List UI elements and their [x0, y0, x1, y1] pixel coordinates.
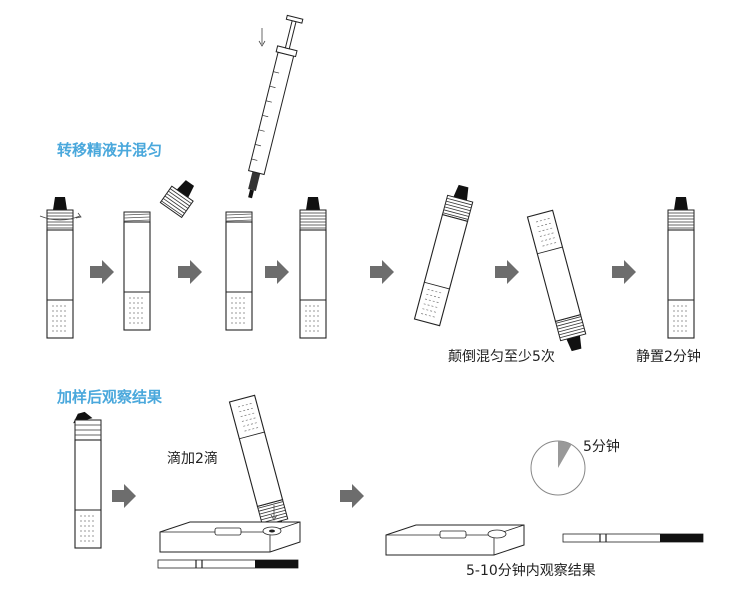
down-arrow-icon — [258, 28, 266, 47]
test-strip-2 — [562, 533, 704, 543]
tube-tilted — [413, 182, 477, 327]
drop-arrow-icon — [270, 505, 278, 521]
caption-invert: 颠倒混匀至少5次 — [448, 349, 555, 365]
test-cassette-1 — [159, 521, 301, 553]
test-cassette-2 — [385, 524, 525, 556]
arrow-right-icon — [612, 260, 636, 284]
caption-wait: 5分钟 — [583, 439, 620, 455]
tube-closed-1 — [39, 196, 82, 339]
arrow-right-icon — [370, 260, 394, 284]
syringe — [247, 14, 304, 199]
section-title-transfer: 转移精液并混匀 — [57, 141, 163, 159]
caption-result: 5-10分钟内观察结果 — [466, 563, 596, 579]
tube-dropper — [73, 411, 102, 549]
tube-adding-drops — [228, 394, 292, 539]
arrow-right-icon — [495, 260, 519, 284]
tube-resting — [667, 196, 695, 339]
tube-open-3 — [225, 211, 253, 331]
tube-inverted — [526, 209, 590, 354]
timer-pie — [530, 440, 586, 496]
arrow-right-icon — [265, 260, 289, 284]
section-title-observe: 加样后观察结果 — [57, 388, 163, 406]
cap-removed — [159, 175, 202, 218]
caption-drops: 滴加2滴 — [167, 451, 218, 467]
tube-closed-4 — [299, 196, 327, 339]
arrow-right-icon — [112, 484, 136, 508]
test-strip-1 — [157, 559, 299, 569]
arrow-right-icon — [90, 260, 114, 284]
caption-rest: 静置2分钟 — [636, 349, 701, 365]
tube-open-2 — [123, 211, 151, 331]
arrow-right-icon — [178, 260, 202, 284]
arrow-right-icon — [340, 484, 364, 508]
